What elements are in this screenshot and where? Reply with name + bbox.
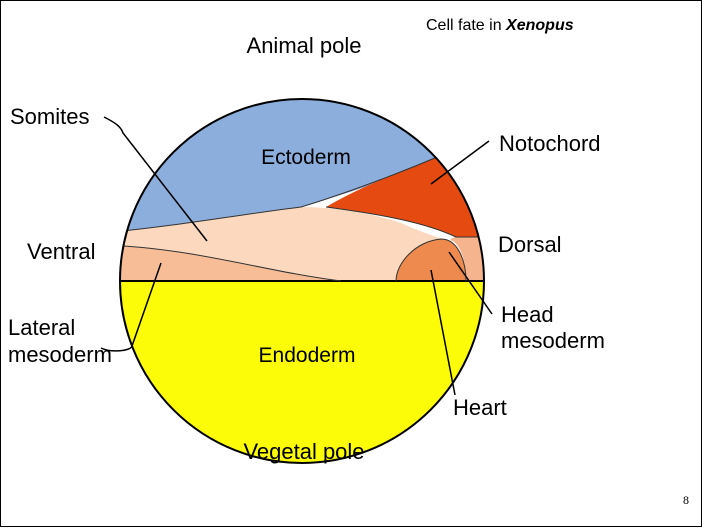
page-number: 8: [683, 493, 689, 508]
vegetal-pole-label: Vegetal pole: [243, 439, 364, 464]
animal-pole-label: Animal pole: [247, 33, 362, 58]
slide-title-prefix: Cell fate in: [426, 17, 506, 34]
lateral-mesoderm-label-line1: Lateral: [8, 315, 75, 340]
head-mesoderm-label-line2: mesoderm: [501, 328, 605, 353]
notochord-label: Notochord: [499, 131, 601, 156]
endoderm-label: Endoderm: [259, 344, 356, 367]
somites-label: Somites: [10, 104, 89, 129]
slide-title-species: Xenopus: [506, 17, 574, 34]
ventral-label: Ventral: [27, 239, 96, 264]
dorsal-label: Dorsal: [498, 232, 562, 257]
ectoderm-label: Ectoderm: [261, 146, 351, 169]
lateral-mesoderm-label-line2: mesoderm: [8, 342, 112, 367]
head-mesoderm-label-line1: Head: [501, 302, 554, 327]
heart-label: Heart: [453, 395, 507, 420]
slide-title: Cell fate in Xenopus: [426, 17, 574, 35]
